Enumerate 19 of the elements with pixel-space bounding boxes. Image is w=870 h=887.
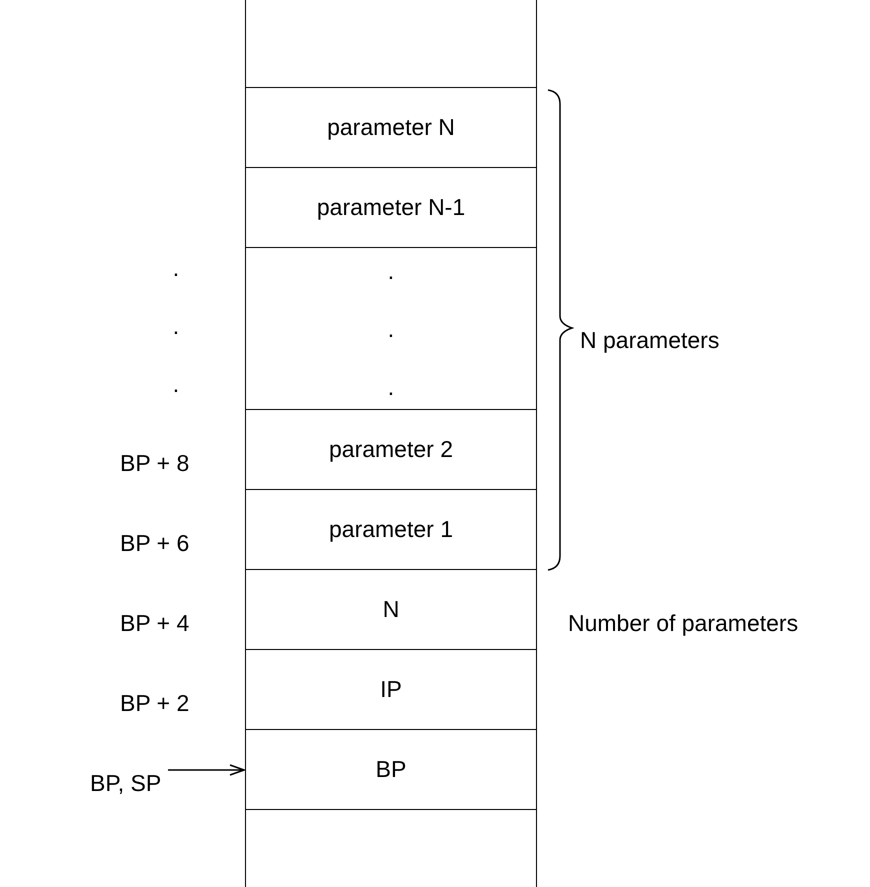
stack-cell [245,0,537,88]
stack-cell: parameter N-1 [245,168,537,248]
stack-cell [245,810,537,887]
stack-cell: N [245,570,537,650]
stack-cell: IP [245,650,537,730]
pointer-label: BP, SP [90,769,162,797]
arrow [168,764,245,776]
brace-label: N parameters [580,326,720,354]
stack-cell: . . . [245,248,537,410]
stack-cell: parameter 1 [245,490,537,570]
stack-cell: parameter 2 [245,410,537,490]
offset-label: BP + 2 [120,689,190,717]
stack-cell: BP [245,730,537,810]
stack-cell: parameter N [245,88,537,168]
offset-label: BP + 8 [120,449,190,477]
vertical-dots: . . . [172,254,180,399]
offset-label: BP + 6 [120,529,190,557]
annotation-text: Number of parameters [568,609,798,637]
offset-label: BP + 4 [120,609,190,637]
